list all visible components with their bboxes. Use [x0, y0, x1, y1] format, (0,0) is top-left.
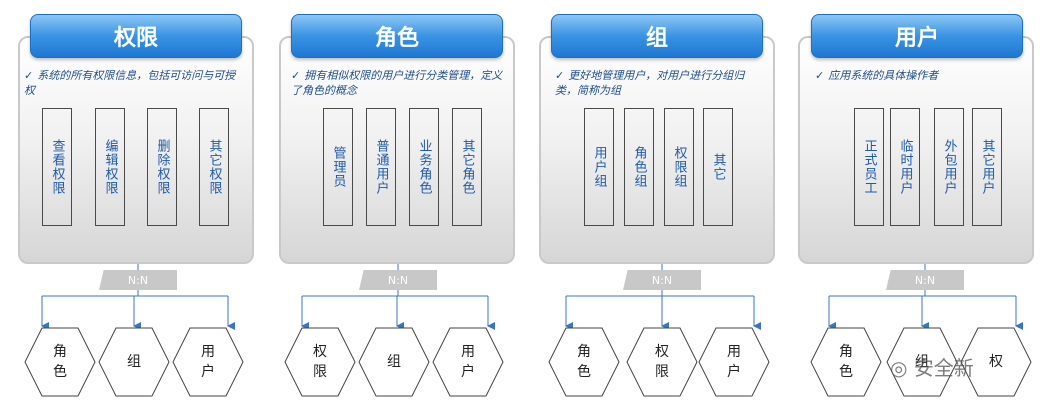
description-text: 应用系统的具体操作者: [828, 69, 939, 82]
target-label: 组: [387, 354, 401, 370]
item-box: 角色组: [624, 108, 654, 226]
description-text: 拥有相似权限的用户进行分类管理，定义了角色的概念: [291, 69, 503, 97]
target-label: 用户: [727, 344, 741, 380]
item-box: 删除权限: [147, 108, 177, 226]
target-label: 角色: [839, 344, 853, 380]
description-text: 系统的所有权限信息，包括可访问与可授权: [24, 69, 236, 97]
target-hexagon: 用户: [172, 327, 244, 397]
item-box: 其它: [703, 108, 733, 226]
item-label: 角色组: [631, 146, 647, 188]
item-box: 临时用户: [890, 108, 920, 226]
target-hexagon: 组: [358, 327, 430, 397]
panel-title: 权限: [30, 14, 242, 58]
panel-title: 角色: [291, 14, 503, 58]
panel-description: ✓拥有相似权限的用户进行分类管理，定义了角色的概念: [291, 68, 513, 98]
target-label: 权限: [313, 344, 327, 380]
target-hexagon: 角色: [810, 327, 882, 397]
panel-title: 组: [551, 14, 763, 58]
watermark-text: 安全新: [913, 356, 974, 380]
watermark: ◎ 安全新: [890, 352, 974, 381]
target-label: 权: [989, 354, 1003, 370]
item-box: 外包用户: [934, 108, 964, 226]
item-box: 查看权限: [42, 108, 72, 226]
target-label: 角色: [577, 344, 591, 380]
target-label: 组: [127, 354, 141, 370]
panel-description: ✓系统的所有权限信息，包括可访问与可授权: [24, 68, 246, 98]
item-box: 权限组: [664, 108, 694, 226]
target-hexagon: 角色: [24, 327, 96, 397]
relation-label: N:N: [359, 270, 437, 290]
item-box: 正式员工: [854, 108, 884, 226]
relation-label: N:N: [886, 270, 964, 290]
panel-body: [798, 36, 1034, 264]
target-label: 用户: [461, 344, 475, 380]
panel-title: 用户: [811, 14, 1023, 58]
item-box: 其它角色: [452, 108, 482, 226]
panel-description: ✓更好地管理用户，对用户进行分组归类，简称为组: [555, 68, 765, 98]
item-label: 其它用户: [979, 139, 995, 195]
item-box: 管理员: [323, 108, 353, 226]
item-label: 其它权限: [206, 139, 222, 195]
relation-label: N:N: [623, 270, 701, 290]
target-hexagon: 权: [960, 327, 1032, 397]
target-label: 角色: [53, 344, 67, 380]
item-box: 业务角色: [409, 108, 439, 226]
item-box: 其它用户: [972, 108, 1002, 226]
panel-body: [539, 36, 775, 264]
relation-label: N:N: [99, 270, 177, 290]
item-box: 用户组: [584, 108, 614, 226]
check-icon: ✓: [291, 69, 301, 82]
target-hexagon: 角色: [548, 327, 620, 397]
item-label: 临时用户: [897, 139, 913, 195]
item-label: 其它角色: [459, 139, 475, 195]
target-hexagon: 组: [886, 327, 958, 397]
item-label: 删除权限: [154, 139, 170, 195]
target-label: 权限: [655, 344, 669, 380]
target-hexagon: 权限: [284, 327, 356, 397]
check-icon: ✓: [815, 69, 825, 82]
check-icon: ✓: [24, 69, 34, 82]
item-label: 正式员工: [861, 139, 877, 195]
item-label: 业务角色: [416, 139, 432, 195]
item-label: 管理员: [330, 146, 346, 188]
item-label: 外包用户: [941, 139, 957, 195]
panel-description: ✓应用系统的具体操作者: [815, 68, 1025, 83]
item-box: 其它权限: [199, 108, 229, 226]
item-box: 编辑权限: [95, 108, 125, 226]
description-text: 更好地管理用户，对用户进行分组归类，简称为组: [555, 69, 745, 97]
item-label: 权限组: [671, 146, 687, 188]
target-label: 组: [915, 354, 929, 370]
check-icon: ✓: [555, 69, 565, 82]
item-label: 编辑权限: [102, 139, 118, 195]
panel-body: [279, 36, 515, 264]
target-label: 用户: [201, 344, 215, 380]
item-label: 其它: [710, 153, 726, 181]
item-label: 查看权限: [49, 139, 65, 195]
wechat-icon: ◎: [890, 356, 908, 380]
item-label: 用户组: [591, 146, 607, 188]
item-box: 普通用户: [366, 108, 396, 226]
target-hexagon: 组: [98, 327, 170, 397]
target-hexagon: 用户: [698, 327, 770, 397]
target-hexagon: 权限: [626, 327, 698, 397]
panel-body: [18, 36, 254, 264]
item-label: 普通用户: [373, 139, 389, 195]
target-hexagon: 用户: [432, 327, 504, 397]
